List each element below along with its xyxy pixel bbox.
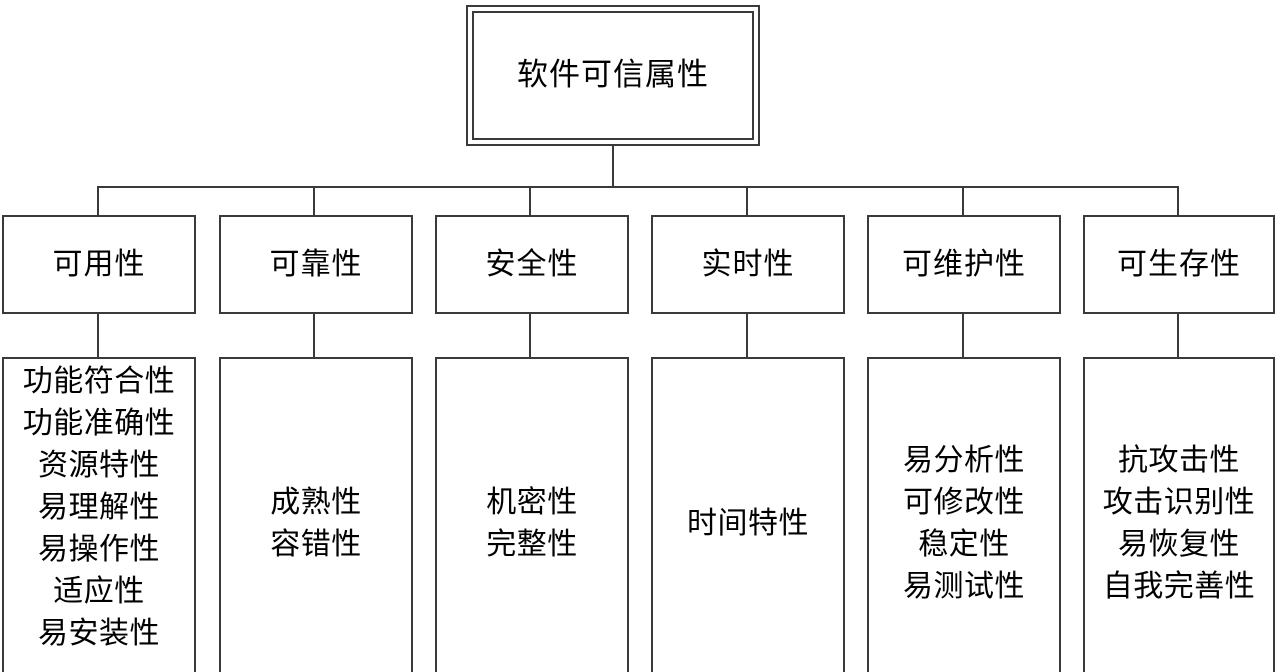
- drop-connector-security: [529, 186, 531, 216]
- leaf-item: 攻击识别性: [1102, 485, 1256, 520]
- leaf-item: 功能符合性: [22, 364, 176, 399]
- category-label-availability: 可用性: [52, 247, 146, 282]
- leaf-box-survivability: 抗攻击性 攻击识别性 易恢复性 自我完善性: [1083, 357, 1275, 672]
- leaf-item: 易操作性: [38, 532, 160, 567]
- root-node-label: 软件可信属性: [517, 57, 709, 94]
- category-label-survivability: 可生存性: [1117, 247, 1241, 282]
- drop-connector-survivability: [1177, 186, 1179, 216]
- leaf-connector-survivability: [1177, 313, 1179, 358]
- category-label-reliability: 可靠性: [269, 247, 363, 282]
- leaf-connector-realtime: [746, 313, 748, 358]
- leaf-box-security: 机密性 完整性: [435, 357, 629, 672]
- drop-connector-availability: [97, 186, 99, 216]
- leaf-connector-security: [529, 313, 531, 358]
- leaf-item: 易理解性: [38, 490, 160, 525]
- drop-connector-maintainability: [962, 186, 964, 216]
- leaf-item: 资源特性: [38, 448, 160, 483]
- category-label-maintainability: 可维护性: [902, 247, 1026, 282]
- category-box-security: 安全性: [435, 215, 629, 314]
- category-box-survivability: 可生存性: [1083, 215, 1275, 314]
- leaf-item: 容错性: [270, 527, 362, 562]
- leaf-item: 自我完善性: [1102, 569, 1256, 604]
- category-box-reliability: 可靠性: [219, 215, 413, 314]
- category-box-maintainability: 可维护性: [867, 215, 1061, 314]
- root-node: 软件可信属性: [466, 5, 760, 146]
- category-bus-connector: [97, 186, 1177, 188]
- leaf-item: 易分析性: [903, 443, 1025, 478]
- leaf-item: 稳定性: [918, 527, 1010, 562]
- category-label-security: 安全性: [485, 247, 579, 282]
- leaf-item: 易安装性: [38, 616, 160, 651]
- leaf-item: 功能准确性: [22, 406, 176, 441]
- leaf-item: 易测试性: [903, 569, 1025, 604]
- leaf-item: 完整性: [486, 527, 578, 562]
- root-node-inner-border: 软件可信属性: [472, 11, 754, 140]
- leaf-item: 易恢复性: [1118, 527, 1240, 562]
- leaf-box-availability: 功能符合性 功能准确性 资源特性 易理解性 易操作性 适应性 易安装性: [2, 357, 196, 672]
- leaf-item: 可修改性: [903, 485, 1025, 520]
- leaf-connector-reliability: [313, 313, 315, 358]
- category-box-realtime: 实时性: [651, 215, 845, 314]
- leaf-item: 成熟性: [270, 485, 362, 520]
- leaf-connector-maintainability: [962, 313, 964, 358]
- category-label-realtime: 实时性: [701, 247, 795, 282]
- drop-connector-realtime: [746, 186, 748, 216]
- leaf-item: 适应性: [53, 574, 145, 609]
- leaf-item: 时间特性: [687, 506, 809, 541]
- leaf-box-realtime: 时间特性: [651, 357, 845, 672]
- leaf-box-reliability: 成熟性 容错性: [219, 357, 413, 672]
- drop-connector-reliability: [313, 186, 315, 216]
- leaf-connector-availability: [97, 313, 99, 358]
- root-stem-connector: [612, 146, 614, 187]
- leaf-box-maintainability: 易分析性 可修改性 稳定性 易测试性: [867, 357, 1061, 672]
- leaf-item: 机密性: [486, 485, 578, 520]
- leaf-item: 抗攻击性: [1118, 443, 1240, 478]
- category-box-availability: 可用性: [2, 215, 196, 314]
